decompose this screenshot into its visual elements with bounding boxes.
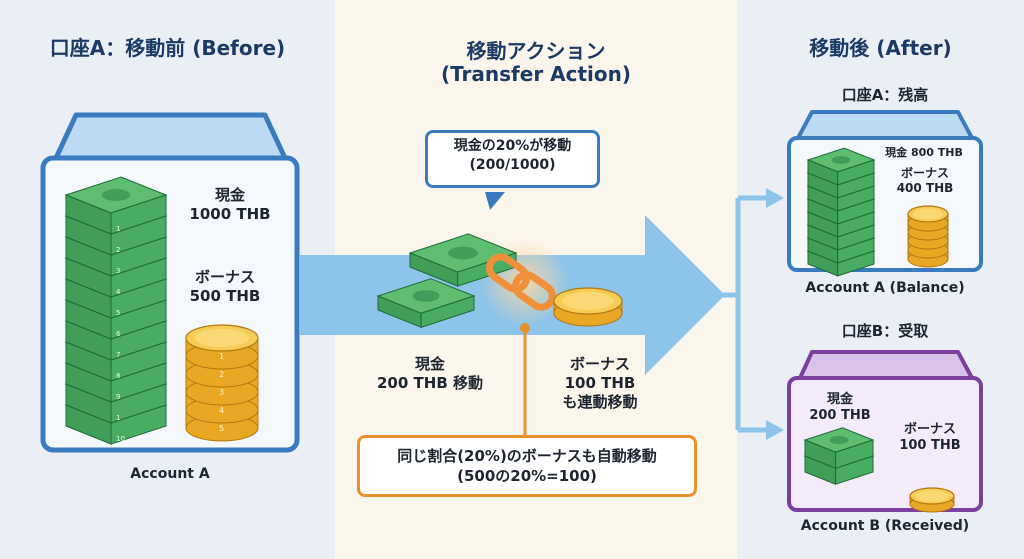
bonus-label: ボーナス xyxy=(194,268,255,286)
bonus-label: ボーナス xyxy=(900,166,949,180)
account-a-caption: Account A xyxy=(130,466,210,482)
coin-number: 3 xyxy=(219,388,224,397)
chain-icon xyxy=(486,253,556,311)
coin-received xyxy=(909,487,955,513)
bill-number: 10 xyxy=(116,435,125,443)
bonus-value: 400 THB xyxy=(896,181,954,195)
account-b-heading: 口座B：受取 xyxy=(841,322,929,340)
cash-stack-after xyxy=(806,147,876,277)
cash-stack: 10 1 9 8 7 6 5 4 3 2 1 xyxy=(64,176,168,445)
bill-emblem xyxy=(102,189,130,201)
coin-stack-after xyxy=(907,205,949,268)
before-bonus-label: ボーナス 500 THB xyxy=(165,268,285,306)
branch-arrows xyxy=(722,195,770,433)
account-a-after-caption: Account A (Balance) xyxy=(805,280,965,296)
account-a-after-heading: 口座A：残高 xyxy=(841,86,929,104)
moving-cash xyxy=(376,233,518,329)
bill-emblem xyxy=(412,290,440,302)
coin-number: 5 xyxy=(219,424,224,433)
cash-value: 200 THB xyxy=(809,408,871,424)
bill-number: 8 xyxy=(116,372,120,380)
bill-number: 3 xyxy=(116,267,120,275)
arrow-head-to-a xyxy=(766,188,784,208)
before-title: 口座A：移動前 (Before) xyxy=(49,36,286,60)
bonus-value: 100 THB xyxy=(899,438,961,454)
note-line2: (500の20%=100) xyxy=(457,467,597,486)
action-title-line2: (Transfer Action) xyxy=(440,62,632,86)
bonus-move-label: ボーナス 100 THB も連動移動 xyxy=(540,355,660,411)
coin-number: 4 xyxy=(219,406,224,415)
cash-label: 現金 xyxy=(826,392,853,407)
ratio-callout: 現金の20%が移動 (200/1000) xyxy=(425,130,600,188)
before-cash-label: 現金 1000 THB xyxy=(170,186,290,224)
arrow-head-to-b xyxy=(766,420,784,440)
bill-number: 6 xyxy=(116,330,121,338)
bill-number: 1 xyxy=(116,225,120,233)
bill-emblem xyxy=(829,435,849,445)
bonus-label: ボーナス xyxy=(903,422,956,437)
cash-move-label: 現金 200 THB 移動 xyxy=(365,355,495,393)
coin-face xyxy=(195,328,249,348)
cash-move-line2: 200 THB 移動 xyxy=(377,373,483,392)
coin-face xyxy=(915,490,949,502)
bill-emblem xyxy=(448,246,478,260)
account-b-bonus: ボーナス 100 THB xyxy=(885,422,975,455)
connector-dot xyxy=(520,323,530,333)
cash-value: 1000 THB xyxy=(189,204,271,223)
bill-number: 5 xyxy=(116,309,120,317)
account-b-caption: Account B (Received) xyxy=(800,518,970,534)
action-title-line1: 移動アクション xyxy=(466,39,606,63)
bill-emblem xyxy=(831,156,851,164)
bonus-move-line3: も連動移動 xyxy=(562,392,638,411)
moving-coin xyxy=(553,287,623,327)
bill-number: 9 xyxy=(116,393,120,401)
cash-label: 現金 xyxy=(214,186,245,204)
account-a-after-bonus: ボーナス 400 THB xyxy=(880,166,970,196)
bonus-move-line2: 100 THB xyxy=(564,373,636,392)
note-line1: 同じ割合(20%)のボーナスも自動移動 xyxy=(397,447,657,465)
coin-number: 1 xyxy=(219,352,224,361)
bonus-move-line1: ボーナス xyxy=(569,355,630,373)
auto-move-note: 同じ割合(20%)のボーナスも自動移動 (500の20%=100) xyxy=(357,435,697,497)
bill-number: 4 xyxy=(116,288,121,296)
coin-stack: 5 4 3 2 1 xyxy=(185,324,259,442)
bonus-value: 500 THB xyxy=(189,286,261,305)
bill-number: 7 xyxy=(116,351,120,359)
account-b-cash: 現金 200 THB xyxy=(800,392,880,425)
coin-number: 2 xyxy=(219,370,224,379)
callout-pointer xyxy=(485,192,505,210)
coin-face xyxy=(562,291,614,311)
cash-stack-received xyxy=(803,427,875,485)
account-a-after-cash: 現金 800 THB xyxy=(885,146,963,159)
after-title: 移動後 (After) xyxy=(809,36,952,60)
bill-number: 1 xyxy=(116,414,120,422)
cash-move-line1: 現金 xyxy=(414,355,445,373)
bill-number: 2 xyxy=(116,246,120,254)
callout-line1: 現金の20%が移動 xyxy=(453,138,572,154)
coin-face xyxy=(913,208,943,220)
callout-line2: (200/1000) xyxy=(469,156,556,173)
